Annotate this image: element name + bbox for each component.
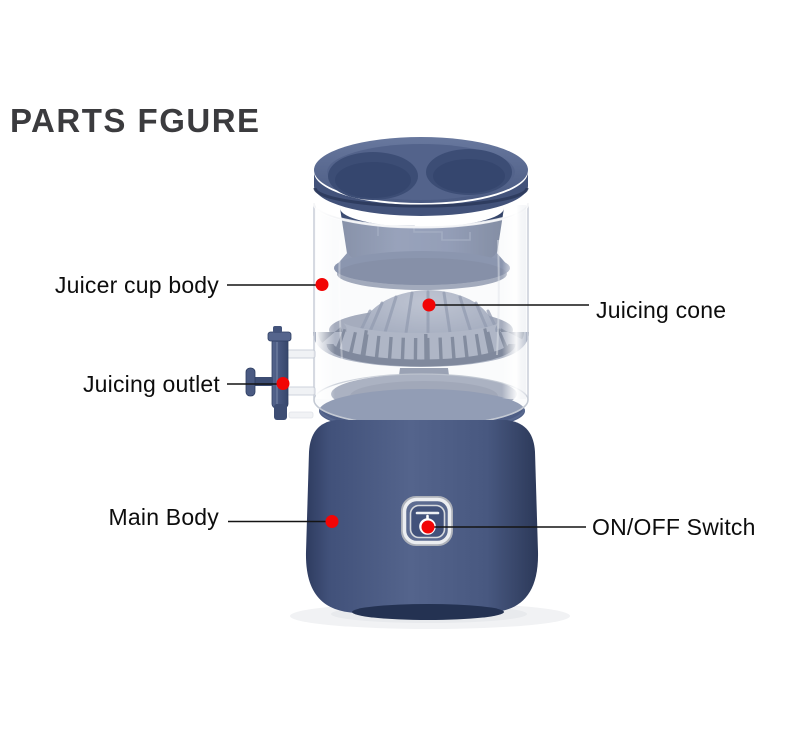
juicer-cup-body-part: [312, 202, 530, 427]
callout-dot-juicing-cone: [422, 298, 436, 312]
label-juicing-cone: Juicing cone: [596, 297, 727, 323]
outlet-cap-nub: [273, 326, 282, 333]
outlet-knob: [245, 367, 256, 397]
glass-highlight-right: [502, 205, 526, 399]
outlet-spout: [271, 337, 289, 409]
glass-highlight-left: [316, 205, 335, 399]
glass-reflection-line: [338, 239, 343, 361]
outlet-arm-top: [286, 349, 316, 359]
juicing-outlet-part: [245, 326, 316, 420]
main-body-underside: [352, 604, 504, 620]
cup-insert-under-shadow: [337, 258, 507, 290]
callout-dot-juicing-outlet: [276, 377, 290, 390]
outlet-arm-lower: [288, 411, 314, 419]
lid-hole-right-shade: [433, 159, 505, 193]
callout-dot-juicer-cup-body: [315, 278, 329, 291]
callout-layer: [227, 278, 589, 534]
lid: [313, 137, 529, 216]
label-main-body: Main Body: [108, 504, 219, 530]
outlet-knob-stem: [253, 377, 273, 386]
outlet-arm-bottom: [286, 386, 316, 396]
callout-dot-on-off-switch: [421, 520, 435, 534]
label-juicer-cup-body: Juicer cup body: [54, 272, 219, 298]
glass-reflection-line-2: [496, 239, 500, 356]
power-button-chrome: [402, 497, 452, 545]
callout-dot-main-body: [325, 515, 339, 528]
glass-wall: [313, 202, 529, 427]
lid-hole-left-shade: [335, 162, 411, 198]
label-juicing-outlet: Juicing outlet: [82, 371, 220, 397]
outlet-spout-foot: [274, 404, 287, 420]
page-title: PARTS FGURE: [10, 102, 261, 139]
label-on-off-switch: ON/OFF Switch: [592, 514, 756, 540]
lid-seam: [313, 187, 529, 208]
outlet-cap: [267, 331, 292, 342]
